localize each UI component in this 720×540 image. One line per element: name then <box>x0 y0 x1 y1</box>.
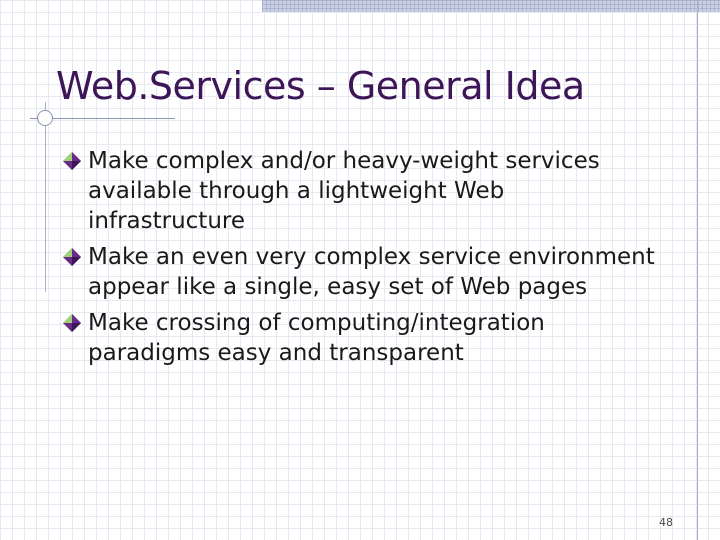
bullet-list: Make complex and/or heavy-weight service… <box>62 146 662 374</box>
title-underline-rule <box>30 118 175 119</box>
slide-title: Web.Services – General Idea <box>56 64 585 108</box>
bullet-text: Make crossing of computing/integration p… <box>88 310 545 366</box>
crosshair-circle-icon <box>37 110 53 126</box>
page-number: 48 <box>659 516 673 529</box>
bullet-text: Make complex and/or heavy-weight service… <box>88 148 600 234</box>
bullet-item: Make an even very complex service enviro… <box>62 242 662 302</box>
bullet-text: Make an even very complex service enviro… <box>88 244 655 300</box>
diamond-bullet-icon <box>63 248 81 266</box>
left-vertical-rule <box>45 102 46 292</box>
bullet-item: Make crossing of computing/integration p… <box>62 308 662 368</box>
right-vertical-rule <box>697 0 698 540</box>
bullet-item: Make complex and/or heavy-weight service… <box>62 146 662 236</box>
diamond-bullet-icon <box>63 152 81 170</box>
diamond-bullet-icon <box>63 314 81 332</box>
top-decorative-band <box>262 0 720 12</box>
